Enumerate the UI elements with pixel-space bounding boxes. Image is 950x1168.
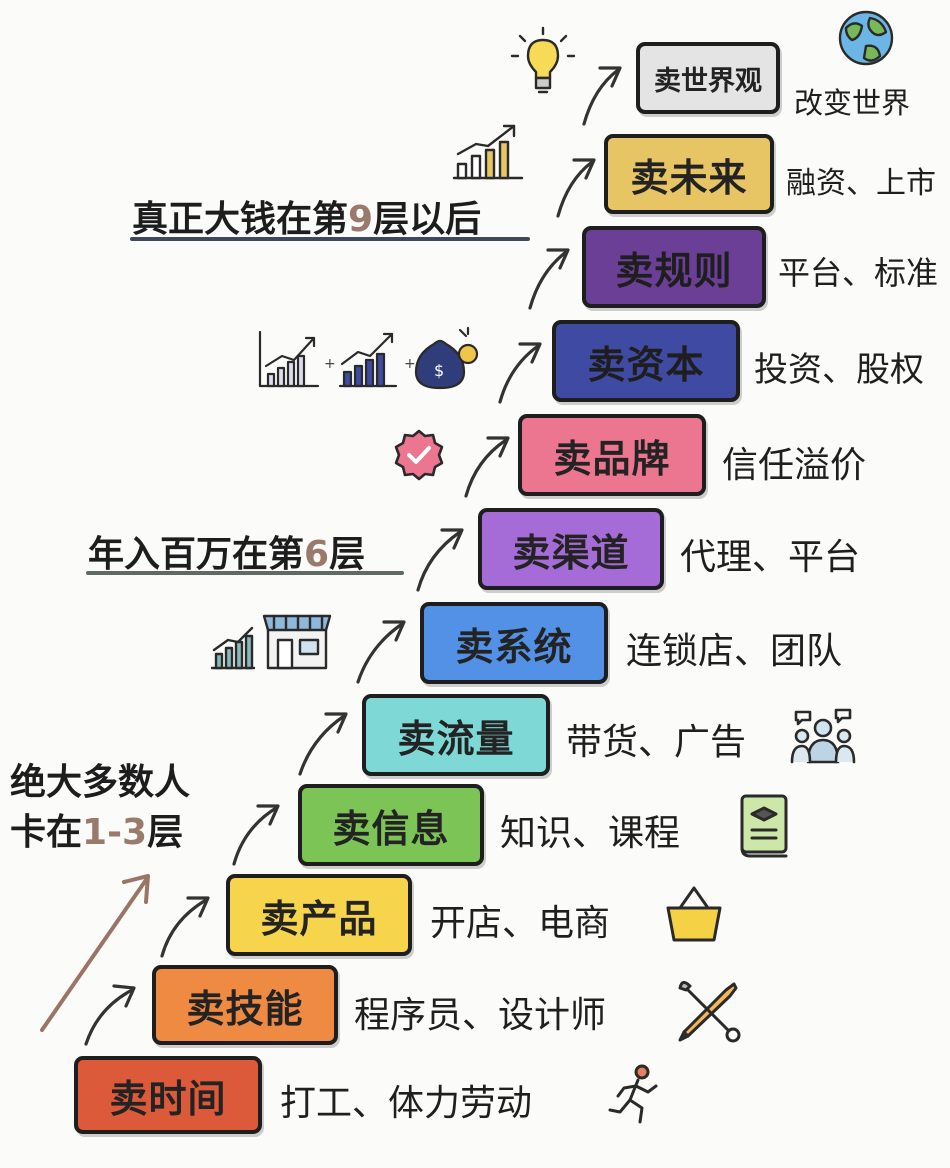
arrow-icon: [556, 158, 596, 218]
arrow-icon: [528, 248, 570, 310]
note-million: 年入百万在第6层: [88, 534, 366, 575]
store-chart-icon: [210, 614, 332, 670]
desc-sell-system: 连锁店、团队: [626, 631, 843, 672]
note-big-money-underline: [130, 237, 530, 241]
step-sell-rules: 卖规则: [582, 226, 766, 308]
note-majority: 绝大多数人 卡在1-3层: [10, 758, 190, 858]
arrow-icon: [298, 712, 348, 776]
step-sell-system: 卖系统: [420, 602, 608, 684]
step-sell-info: 卖信息: [298, 784, 484, 866]
desc-sell-future: 融资、上市: [786, 166, 936, 201]
arrow-icon: [582, 66, 622, 126]
desc-sell-channel: 代理、平台: [680, 537, 861, 578]
desc-sell-skill: 程序员、设计师: [354, 995, 607, 1036]
svg-text:$: $: [434, 361, 444, 380]
desc-sell-traffic: 带货、广告: [566, 722, 747, 763]
arrow-icon: [498, 342, 542, 404]
step-sell-capital: 卖资本: [552, 320, 740, 402]
step-sell-traffic: 卖流量: [362, 694, 550, 776]
svg-text:+: +: [324, 356, 336, 372]
book-icon: [740, 794, 788, 858]
desc-sell-product: 开店、电商: [430, 903, 611, 944]
lightbulb-icon: [510, 26, 576, 94]
globe-icon: [838, 10, 894, 66]
note-majority-line1: 绝大多数人: [10, 762, 191, 803]
charts-money-icon: + + $: [258, 326, 479, 390]
step-sell-product: 卖产品: [226, 874, 412, 956]
running-person-icon: [608, 1064, 658, 1124]
desc-sell-info: 知识、课程: [500, 813, 681, 854]
desc-sell-brand: 信任溢价: [722, 445, 867, 486]
badge-check-icon: [394, 429, 444, 481]
desc-sell-worldview: 改变世界: [794, 86, 911, 120]
note-big-money: 真正大钱在第9层以后: [132, 199, 482, 240]
growth-chart-icon: [452, 124, 524, 180]
basket-icon: [666, 886, 722, 942]
arrow-icon: [464, 436, 510, 498]
note-million-underline: [86, 571, 404, 575]
step-sell-time: 卖时间: [74, 1056, 262, 1134]
arrow-icon: [160, 896, 210, 958]
arrow-icon: [356, 620, 406, 684]
audience-icon: [790, 708, 856, 764]
desc-sell-time: 打工、体力劳动: [280, 1083, 533, 1124]
desc-sell-capital: 投资、股权: [754, 350, 924, 390]
step-sell-brand: 卖品牌: [518, 414, 706, 496]
step-sell-channel: 卖渠道: [478, 508, 664, 590]
arrow-icon: [416, 528, 464, 592]
note-majority-line2: 卡在1-3层: [10, 812, 184, 853]
step-sell-future: 卖未来: [604, 134, 774, 214]
step-sell-skill: 卖技能: [152, 965, 338, 1045]
wrench-pencil-icon: [678, 981, 741, 1043]
step-sell-worldview: 卖世界观: [636, 42, 780, 114]
svg-text:+: +: [404, 356, 416, 372]
desc-sell-rules: 平台、标准: [778, 254, 939, 292]
arrow-icon: [232, 804, 280, 866]
arrow-icon: [84, 984, 136, 1046]
